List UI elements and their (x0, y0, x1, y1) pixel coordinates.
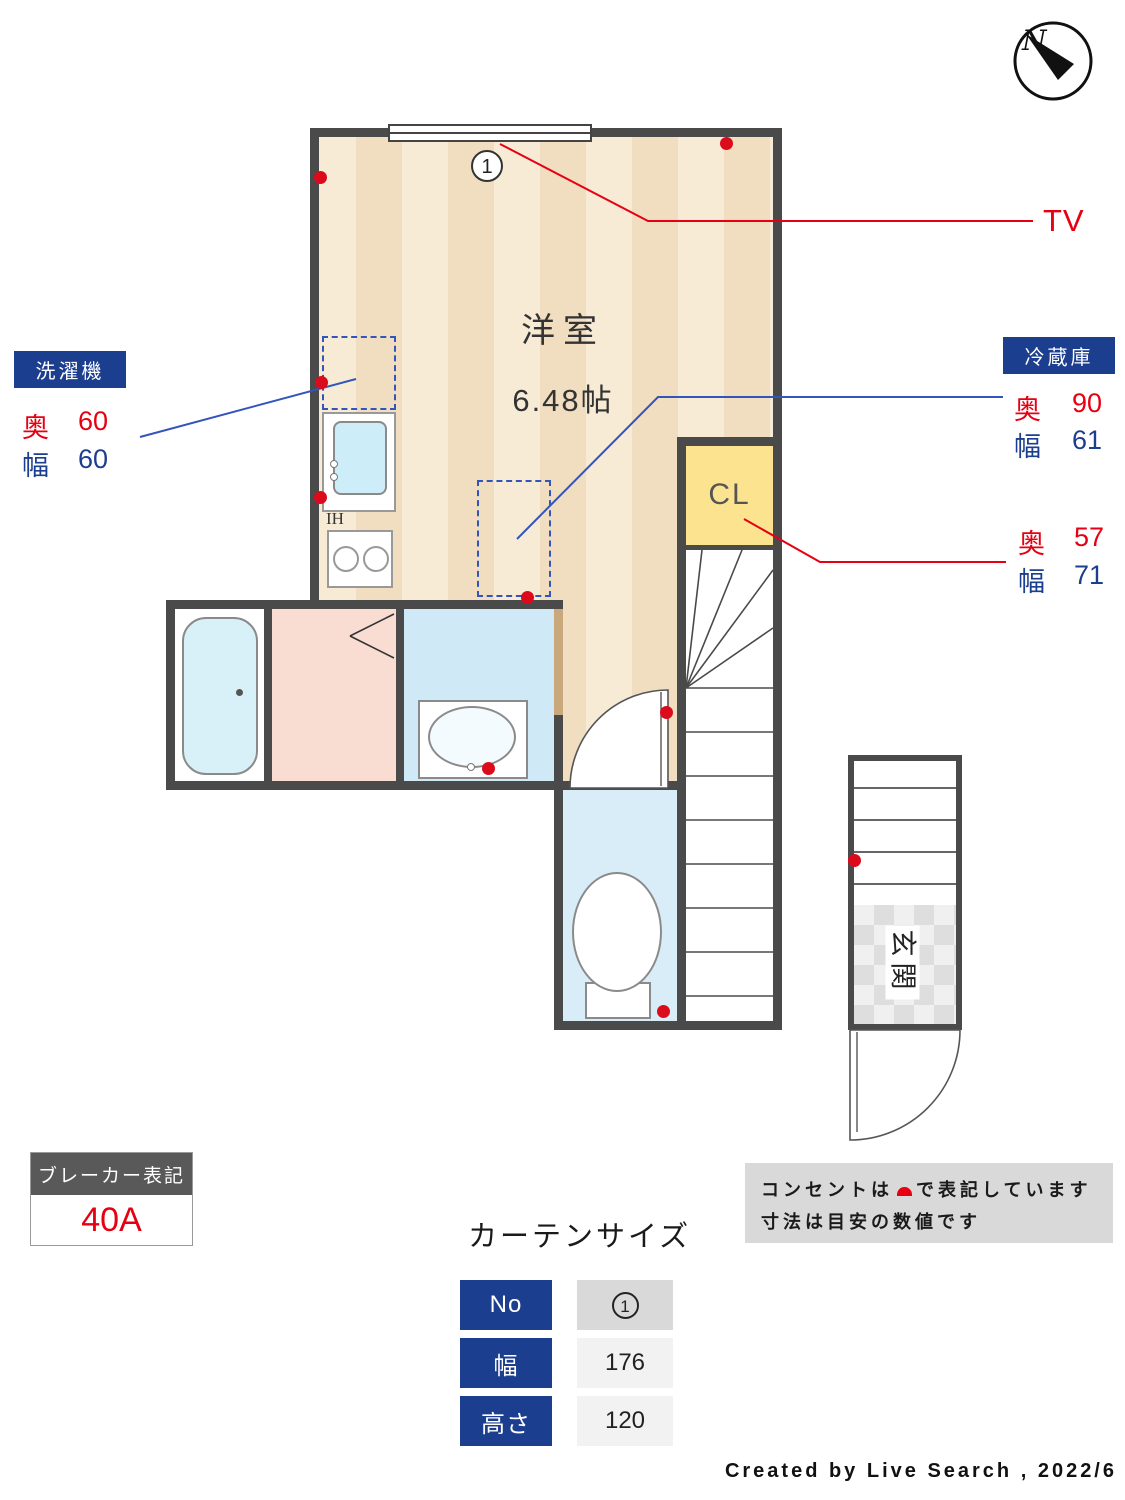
entrance-step-line (854, 819, 956, 821)
bathtub-drain (236, 689, 243, 696)
room-size-label: 6.48帖 (512, 383, 614, 418)
washer-spot (322, 336, 396, 410)
breaker-value: 40A (81, 1200, 142, 1239)
wall-bath-bottom (166, 781, 563, 790)
wall-bath-top (166, 600, 563, 609)
outlet-icon (720, 137, 733, 150)
closet-label: CL (708, 478, 751, 511)
curtain-row-no-label: No (460, 1280, 552, 1330)
tv-label: TV (1043, 203, 1085, 238)
breaker-box: ブレーカー表記 40A (30, 1152, 193, 1246)
washer-tag: 洗濯機 (14, 351, 126, 388)
kitchen-sink-basin (333, 421, 387, 495)
outlet-legend-icon (897, 1187, 912, 1196)
curtain-marker-1: 1 (471, 150, 503, 182)
ih-label: IH (326, 509, 344, 528)
wall-closet-top (677, 437, 782, 446)
wall-toilet-top (554, 781, 686, 790)
fridge-spot (477, 480, 551, 597)
outlet-icon (315, 376, 328, 389)
legend-note: コンセントはで表記しています 寸法は目安の数値です (745, 1163, 1113, 1243)
wall-left (310, 128, 319, 609)
fridge-tag: 冷蔵庫 (1003, 337, 1115, 374)
wall-wood-partition (554, 609, 563, 715)
wall-stairs-left (677, 437, 686, 1030)
outlet-icon (314, 491, 327, 504)
entrance-step-line (854, 851, 956, 853)
washbasin-bowl (428, 706, 516, 768)
outside-area-cover (310, 790, 554, 1030)
wall-closet-bottom (677, 545, 773, 550)
curtain-row-height-label: 高さ (460, 1396, 552, 1446)
entrance-door-swing (849, 1029, 961, 1141)
closet-callout-line (743, 518, 1006, 563)
kitchen-faucet-icon (330, 473, 338, 481)
ih-burner-icon (363, 546, 389, 572)
curtain-row-width-label: 幅 (460, 1338, 552, 1388)
toilet-bowl (572, 872, 662, 992)
curtain-table-title: カーテンサイズ (468, 1221, 692, 1253)
legend-note-line2: 寸法は目安の数値です (761, 1211, 981, 1232)
outlet-icon (848, 854, 861, 867)
window (388, 124, 592, 142)
entrance-step-line (854, 787, 956, 789)
wall-bath-partition-2 (396, 609, 404, 781)
room-name-label: 洋室 (521, 312, 605, 350)
bathtub (182, 617, 258, 775)
staircase-area (686, 550, 773, 1021)
breaker-title: ブレーカー表記 (31, 1153, 192, 1195)
window-sash-line (390, 132, 590, 134)
entrance-step-line (854, 883, 956, 885)
curtain-row-no-value: 1 (577, 1280, 673, 1330)
outlet-icon (660, 706, 673, 719)
outlet-icon (314, 171, 327, 184)
wall-bath-left (166, 600, 175, 790)
outlet-icon (482, 762, 495, 775)
wall-toilet-left (554, 790, 563, 1030)
changing-room (272, 609, 396, 781)
legend-note-line1: コンセントはで表記しています (761, 1180, 1092, 1200)
outlet-icon (657, 1005, 670, 1018)
wall-right (773, 128, 782, 1030)
credit-text: Created by Live Search , 2022/6 (724, 1460, 1117, 1482)
entrance-label: 玄関 (885, 915, 925, 1011)
kitchen-faucet-icon (330, 460, 338, 468)
outlet-icon (521, 591, 534, 604)
basin-faucet-icon (467, 763, 475, 771)
wall-bottom (554, 1021, 782, 1030)
curtain-row-width-value: 176 (577, 1338, 673, 1388)
ih-burner-icon (333, 546, 359, 572)
wall-bath-partition-1 (264, 609, 272, 781)
compass-north-label: N (1022, 24, 1047, 57)
curtain-row-height-value: 120 (577, 1396, 673, 1446)
